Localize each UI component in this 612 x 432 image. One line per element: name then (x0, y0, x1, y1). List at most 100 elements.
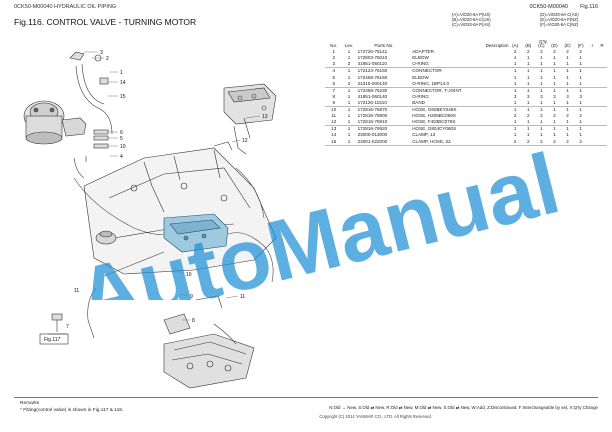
callout-9: 9 (190, 294, 193, 300)
remark-cell (597, 61, 607, 69)
quantity-cell: 1 (513, 74, 517, 80)
interchange-cell (587, 99, 598, 108)
quantity-cell: 1 (513, 132, 517, 138)
row-number: 14 (331, 132, 337, 138)
remark-cell (597, 126, 607, 133)
row-level: 1 (342, 138, 356, 146)
part-number: 24315-000140 (355, 80, 411, 88)
interchange-cell (587, 80, 598, 88)
quantity-cell: 1 (540, 126, 543, 132)
interchange-cell (587, 126, 597, 133)
row-level: 1 (347, 49, 351, 55)
quantity-cell: 3 (540, 93, 543, 99)
remarks-text: * Fitting(control valve) is shown in Fig… (20, 408, 124, 413)
part-description: CLAMP, HOSE, 22 (410, 138, 509, 146)
quantity-cell: 1 (566, 132, 569, 138)
row-number: 1 (332, 49, 336, 55)
column-header-model-f: (F) (577, 43, 584, 49)
quantity-cell: 1 (561, 119, 575, 127)
quantity-cell: 2 (579, 49, 582, 55)
quantity-cell: 1 (513, 55, 517, 61)
quantity-cell: 1 (513, 68, 517, 74)
callout-2: 2 (106, 56, 109, 62)
quantity-cell: 1 (526, 55, 530, 61)
part-number: 172816-76870 (357, 107, 388, 113)
quantity-cell: 2 (553, 113, 556, 119)
quantity-cell: 1 (513, 87, 517, 93)
quantity-cell: 2 (526, 113, 530, 119)
column-header-part-number: Parts No. (374, 43, 394, 49)
part-description: HOSE, F403BC076S (410, 119, 509, 127)
part-number: 23001-022000 (355, 138, 411, 146)
quantity-cell: 1 (513, 126, 517, 132)
figure-reference-label[interactable]: Fig.117 (44, 337, 61, 343)
quantity-cell: 1 (553, 55, 556, 61)
quantity-cell: 1 (508, 80, 522, 88)
column-header-model-e: (E) (564, 43, 571, 49)
quantity-cell: 2 (513, 49, 517, 55)
row-level: 1 (347, 55, 351, 61)
valve-block-illustration (163, 213, 229, 253)
quantity-cell: 2 (553, 49, 556, 55)
row-level: 1 (347, 126, 351, 132)
row-number: 6 (325, 80, 343, 88)
row-level: 1 (347, 74, 351, 80)
row-number: 9 (325, 99, 343, 108)
quantity-cell: 1 (553, 68, 556, 74)
part-description: BAND (410, 99, 509, 108)
callout-10b: 10 (186, 272, 192, 278)
leader-lines (84, 51, 261, 321)
quantity-cell: 1 (534, 61, 548, 69)
quantity-cell: 1 (513, 107, 517, 113)
column-header-model-c: (C) (538, 43, 545, 49)
part-number: 172816-76910 (355, 119, 411, 127)
column-header-level: Lev. (344, 43, 354, 49)
hose-routing-illustration (73, 167, 274, 339)
quantity-cell: 1 (526, 126, 530, 132)
quantity-cell: 1 (540, 55, 543, 61)
part-description: ADAPTER (412, 49, 434, 55)
quantity-cell: 1 (561, 99, 575, 108)
chassis-frame-illustration (83, 147, 277, 275)
quantity-cell: 1 (566, 74, 569, 80)
part-description: ELBOW (412, 55, 429, 61)
row-number: 3 (325, 61, 343, 69)
page-title: Fig.116. CONTROL VALVE - TURNING MOTOR (14, 17, 197, 27)
quantity-cell: 1 (540, 87, 543, 93)
quantity-cell: 1 (508, 99, 522, 108)
quantity-cell: 1 (574, 119, 588, 127)
callout-10: 10 (120, 144, 126, 150)
callout-4: 4 (120, 154, 123, 160)
quantity-cell: 1 (553, 132, 556, 138)
interchange-cell (587, 138, 598, 146)
quantity-cell: 1 (508, 61, 522, 69)
copyright: Copyright (C) 2014 YANMAR CO., LTD. All … (319, 414, 432, 419)
callout-8: 8 (192, 318, 195, 324)
lower-fitting-illustration (39, 313, 69, 345)
row-level: 1 (347, 107, 351, 113)
quantity-cell: 1 (579, 132, 582, 138)
quantity-cell: 2 (547, 138, 562, 146)
legend-entry: (C)=ViO20-6A P(AS) (452, 22, 491, 27)
quantity-cell: 1 (574, 99, 588, 108)
column-header-description: Description (485, 43, 509, 49)
callout-3: 3 (100, 50, 103, 56)
part-description: CONNECTOR, T-JOINT (412, 87, 462, 93)
callout-14: 14 (120, 80, 126, 86)
row-number: 12 (325, 119, 343, 127)
